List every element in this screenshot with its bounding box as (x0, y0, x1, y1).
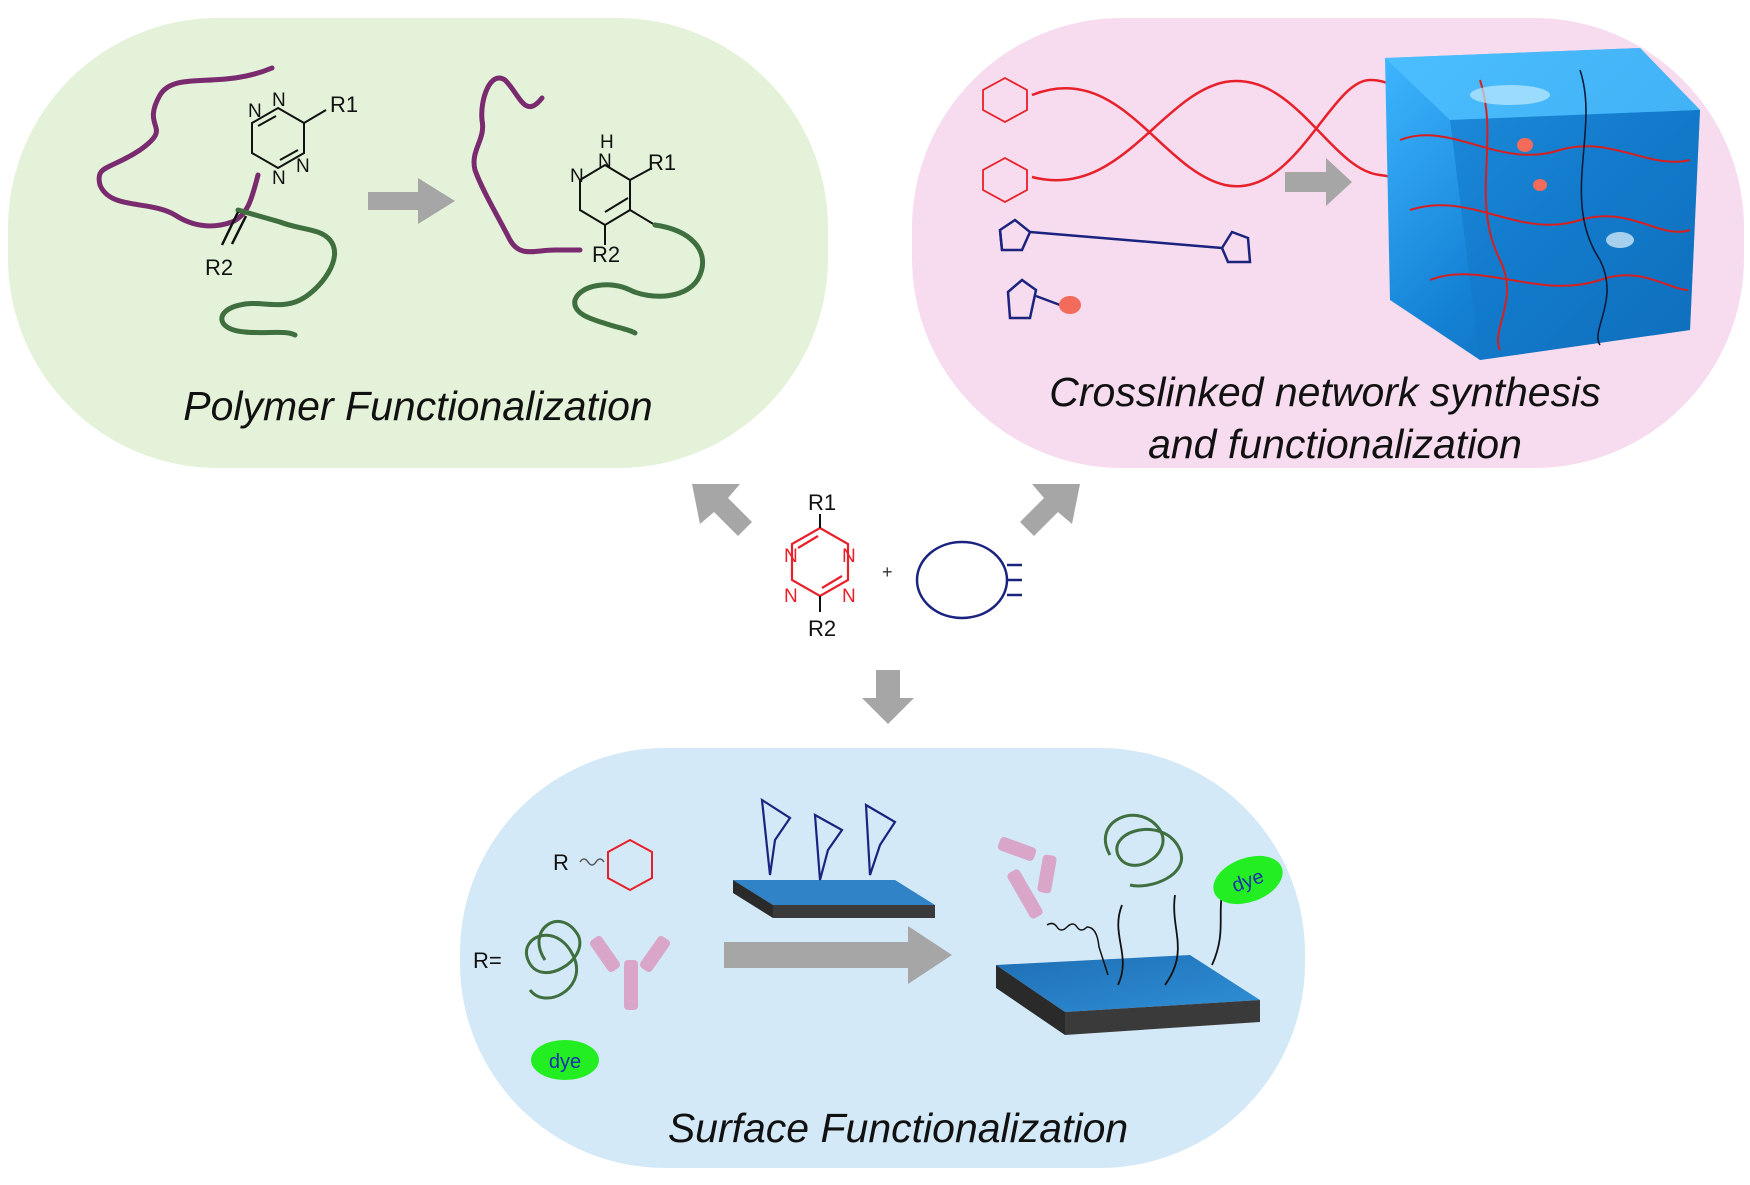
highlight (1470, 85, 1550, 105)
crosslink-chain (1031, 79, 1401, 182)
polymer-panel-title: Polymer Functionalization (183, 383, 652, 429)
crosslink-arrow (1285, 158, 1352, 206)
arrow-to-surface (862, 670, 914, 724)
alkene-bond (220, 211, 248, 246)
dye-label: dye (549, 1051, 581, 1073)
norbornene-dye-conjugate (1006, 278, 1081, 320)
unfunctionalized-surface (733, 797, 935, 918)
polymer-coil (525, 920, 582, 1000)
surface-arrow (724, 926, 952, 984)
antibody-icon (997, 837, 1057, 919)
arrow-to-crosslink (1020, 484, 1080, 536)
purple-polymer-chain (471, 75, 583, 255)
center-tetrazine: N N N N R1 R2 (784, 490, 856, 641)
dye-conjugate: dye (1213, 855, 1283, 905)
n-atom: N (598, 151, 612, 172)
dye-marker (1517, 138, 1533, 152)
tetrazine-icon (982, 156, 1028, 204)
crosslink-panel-title-line1: Crosslinked network synthesis (1049, 369, 1600, 415)
crosslink-panel-title-line2: and functionalization (1148, 421, 1522, 467)
plus-sign: + (882, 562, 893, 582)
polymer-coil (1103, 813, 1184, 888)
functionalized-surface (996, 884, 1260, 1035)
n-atom: N (296, 156, 310, 177)
surface-tetrazine: R (553, 838, 653, 892)
dye-marker (1059, 296, 1081, 314)
hydrogel-cube (1385, 48, 1700, 360)
r2-label: R2 (592, 242, 620, 267)
r1-label: R1 (808, 490, 836, 515)
polymer-product: N N H R1 R2 (471, 75, 706, 336)
tetrazine-icon (982, 76, 1028, 124)
n-atom: N (272, 168, 286, 189)
r1-label: R1 (330, 92, 358, 117)
tetrazine-on-polymer (251, 106, 327, 170)
arrow-to-polymer (692, 484, 752, 536)
r2-label: R2 (808, 616, 836, 641)
polymer-reaction-arrow (368, 178, 455, 224)
dihydropyridazine-ring (579, 163, 656, 245)
green-polymer-chain (572, 222, 706, 336)
n-atom: N (570, 166, 584, 187)
r1-label: R1 (648, 150, 676, 175)
n-atom: N (784, 586, 798, 607)
h-atom: H (600, 132, 614, 153)
center-dienophile (915, 540, 1022, 620)
polymer-reactants: N N N N R1 R2 (96, 65, 358, 338)
dye-marker (531, 1040, 599, 1080)
norbornene-crosslinker (998, 218, 1252, 264)
n-atom: N (272, 90, 286, 111)
n-atom: N (248, 101, 262, 122)
polymer-panel (8, 18, 828, 468)
highlight (1606, 232, 1634, 248)
r-label: R (553, 850, 569, 875)
green-polymer-chain (219, 207, 338, 338)
n-atom: N (842, 586, 856, 607)
surface-panel-title: Surface Functionalization (668, 1105, 1128, 1151)
n-atom: N (784, 546, 798, 567)
antibody-icon (589, 935, 671, 1010)
n-atom: N (842, 546, 856, 567)
dye-marker (1213, 855, 1283, 905)
crosslink-chain (1031, 78, 1401, 188)
r2-label: R2 (205, 255, 233, 280)
dye-marker (1533, 179, 1547, 191)
purple-polymer-chain (96, 65, 275, 229)
r-equals-label: R= (473, 948, 502, 973)
